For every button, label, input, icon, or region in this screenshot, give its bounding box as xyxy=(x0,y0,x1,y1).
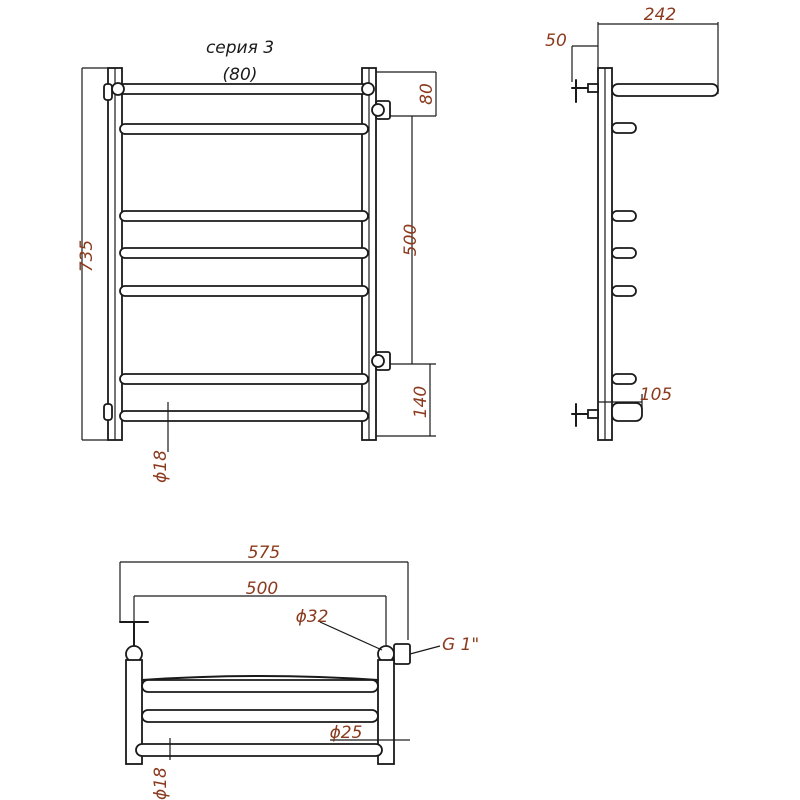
dim-wall-label: 50 xyxy=(545,31,567,51)
top-view: 575 500 ϕ32 G 1" ϕ25 ϕ18 xyxy=(119,543,479,800)
rung-6 xyxy=(119,373,369,385)
dim-thread-label: G 1" xyxy=(442,635,479,655)
top-fitting xyxy=(393,643,411,665)
top-left-side xyxy=(125,659,143,765)
top-right-side xyxy=(377,659,395,765)
side-rung-5 xyxy=(611,285,637,297)
series-size: (80) xyxy=(223,65,258,85)
side-top-bar xyxy=(611,83,719,97)
dim-width-label: 575 xyxy=(248,543,280,563)
side-rung-2 xyxy=(611,122,637,134)
rung-1 xyxy=(117,83,369,95)
side-rung-4 xyxy=(611,247,637,259)
dim-fitting-label: 105 xyxy=(640,385,672,405)
rung-3 xyxy=(119,210,369,222)
dim-post-leader xyxy=(319,621,383,651)
rung-2 xyxy=(119,123,369,135)
dim-post-label: ϕ32 xyxy=(296,607,329,627)
shelf-bar-1 xyxy=(141,679,379,693)
front-view: серия 3 (80) 735 xyxy=(77,38,437,483)
side-rung-3 xyxy=(611,210,637,222)
rung-7 xyxy=(119,410,369,422)
rung-4 xyxy=(119,247,369,259)
dim-top-label: 80 xyxy=(417,83,437,105)
series-title: серия 3 xyxy=(206,38,274,58)
top-wall-mount xyxy=(103,83,113,101)
side-rung-6 xyxy=(611,373,637,385)
rung-1-cap-right xyxy=(361,82,375,96)
dim-thread-leader xyxy=(409,645,441,655)
shelf-back-curve xyxy=(141,675,379,681)
dim-bottom-label: 140 xyxy=(411,386,431,418)
shelf-bar-3 xyxy=(135,743,383,757)
rung-1-cap xyxy=(111,82,125,96)
dim-bar-label: ϕ18 xyxy=(151,450,171,483)
rung-5 xyxy=(119,285,369,297)
shelf-bar-2 xyxy=(141,709,379,723)
side-upper-bracket-nut xyxy=(587,83,599,93)
dim-top-bar-label: ϕ18 xyxy=(151,767,171,800)
side-lower-fitting xyxy=(611,402,643,422)
upper-fitting-nut xyxy=(371,103,385,117)
dim-height-label: 735 xyxy=(77,240,97,272)
bottom-wall-mount xyxy=(103,403,113,421)
dim-depth-label: 242 xyxy=(644,5,676,25)
dim-crossbar-label: ϕ25 xyxy=(330,723,363,743)
side-view: 242 50 105 xyxy=(545,5,719,441)
dim-top-axis-label: 500 xyxy=(246,579,278,599)
side-lower-bracket-nut xyxy=(587,409,599,419)
dim-axis-label: 500 xyxy=(401,224,421,256)
lower-fitting-nut xyxy=(371,354,385,368)
